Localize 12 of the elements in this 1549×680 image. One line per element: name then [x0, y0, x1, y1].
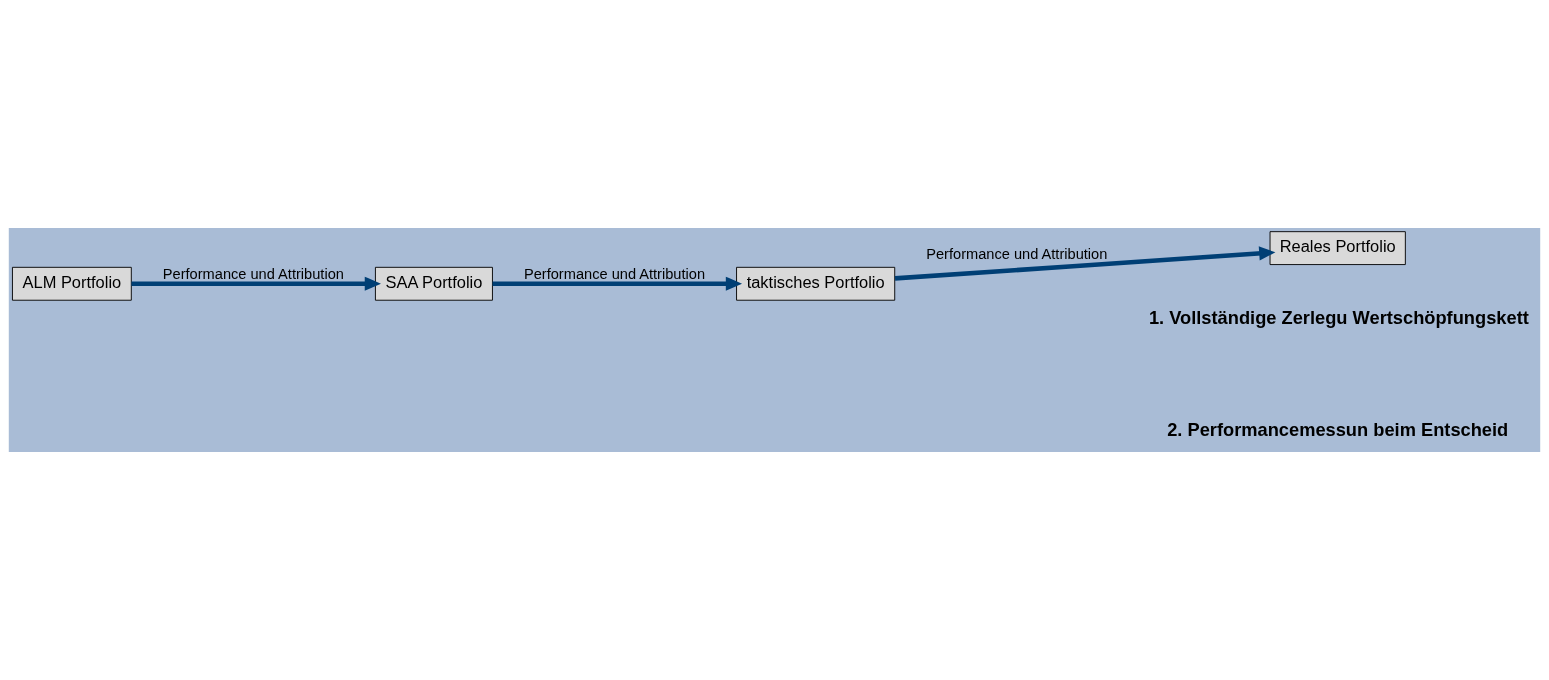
node-box: ALM Portfolio: [12, 266, 132, 301]
edge-label: Performance und Attribution: [926, 245, 1108, 262]
arrow: [894, 246, 1276, 281]
label: 2. Performancemessun beim Entscheid: [1167, 418, 1509, 440]
node-box: SAA Portfolio: [374, 266, 493, 301]
node-box: taktisches Portfolio: [736, 266, 896, 301]
arrow: [131, 276, 381, 291]
edge-label: Performance und Attribution: [162, 266, 344, 283]
edge-label: Performance und Attribution: [523, 266, 706, 283]
node-box: Reales Portfolio: [1269, 231, 1406, 266]
label: 1. Vollständige Zerlegu Wertschöpfungskett: [1148, 307, 1529, 328]
arrow: [492, 276, 743, 291]
